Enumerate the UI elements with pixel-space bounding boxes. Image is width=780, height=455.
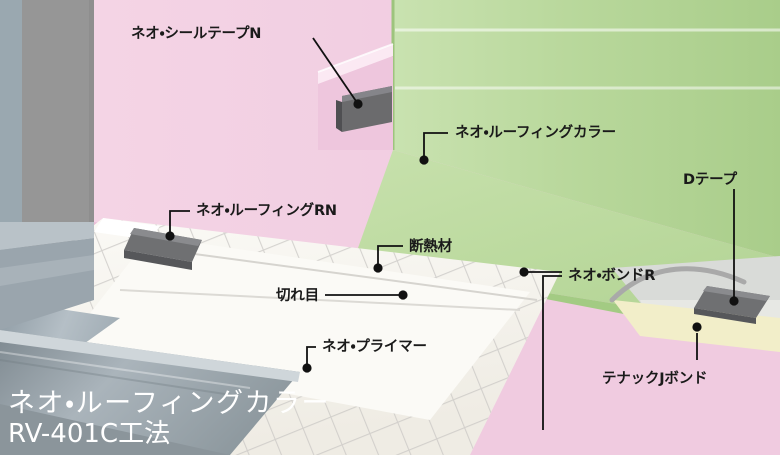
page-subtitle: RV-401C工法	[8, 419, 171, 450]
insulation-cut-line-kireme	[149, 247, 538, 301]
page-title: ネオ・ルーフィングカラー	[8, 387, 331, 419]
anchor-dot-neo-roofing-color	[419, 155, 429, 165]
anchor-dot-d-tape	[729, 296, 739, 306]
leader-line-neo-bond-r	[524, 271, 562, 430]
neo-bond-r-bead	[609, 266, 747, 303]
anchor-dot-kireme	[398, 290, 408, 300]
callout-label-neo-seal-tape-n: ネオ・シールテープN	[131, 26, 262, 42]
leader-line-neo-roofing-color	[423, 132, 448, 160]
title-block: ネオ・ルーフィングカラー RV-401C工法	[8, 387, 331, 450]
callout-label-dannetsuzai: 断熱材	[409, 239, 452, 255]
callout-label-neo-bond-r: ネオ・ボンドR	[568, 268, 656, 284]
left-step-top	[0, 222, 94, 250]
callout-label-neo-primer: ネオ・プライマー	[322, 339, 427, 355]
callout-anchor-dots	[165, 99, 739, 373]
slab-groove-1	[0, 351, 251, 389]
anchor-dot-neo-roofing-rn	[165, 231, 175, 241]
anchor-dot-neo-seal-tape-n	[353, 99, 363, 109]
anchor-dot-tenac-j-bond	[692, 322, 702, 332]
callout-label-d-tape: Dテープ	[683, 172, 737, 188]
leader-line-neo-roofing-rn	[169, 210, 190, 236]
anchor-dot-neo-primer	[302, 363, 312, 373]
roofing-color-wall-face	[393, 0, 780, 258]
parapet-corner-line	[317, 43, 394, 73]
leader-line-neo-primer	[306, 346, 316, 368]
callout-label-neo-roofing-rn: ネオ・ルーフィングRN	[196, 203, 337, 219]
left-step-face-2	[0, 255, 94, 286]
slab-shadow-wedge	[0, 404, 230, 455]
insulation-cut-line-kireme-2	[119, 289, 521, 311]
leader-line-dannetsuzai	[377, 245, 403, 268]
callout-label-kireme: 切れ目	[276, 288, 319, 304]
insulation-seam-strip	[60, 236, 530, 420]
wall-return-left-edge	[89, 0, 94, 330]
anchor-dot-dannetsuzai	[373, 263, 383, 273]
slab-groove-2	[0, 359, 239, 397]
title-band-slab-edge	[0, 330, 300, 382]
callout-label-neo-roofing-color: ネオ・ルーフィングカラー	[455, 125, 616, 141]
callout-label-tenac-j-bond: テナックJボンド	[602, 371, 708, 387]
callout-leaders	[169, 37, 735, 430]
leader-line-neo-seal-tape-n	[312, 37, 359, 105]
anchor-dot-neo-bond-r	[519, 267, 529, 277]
